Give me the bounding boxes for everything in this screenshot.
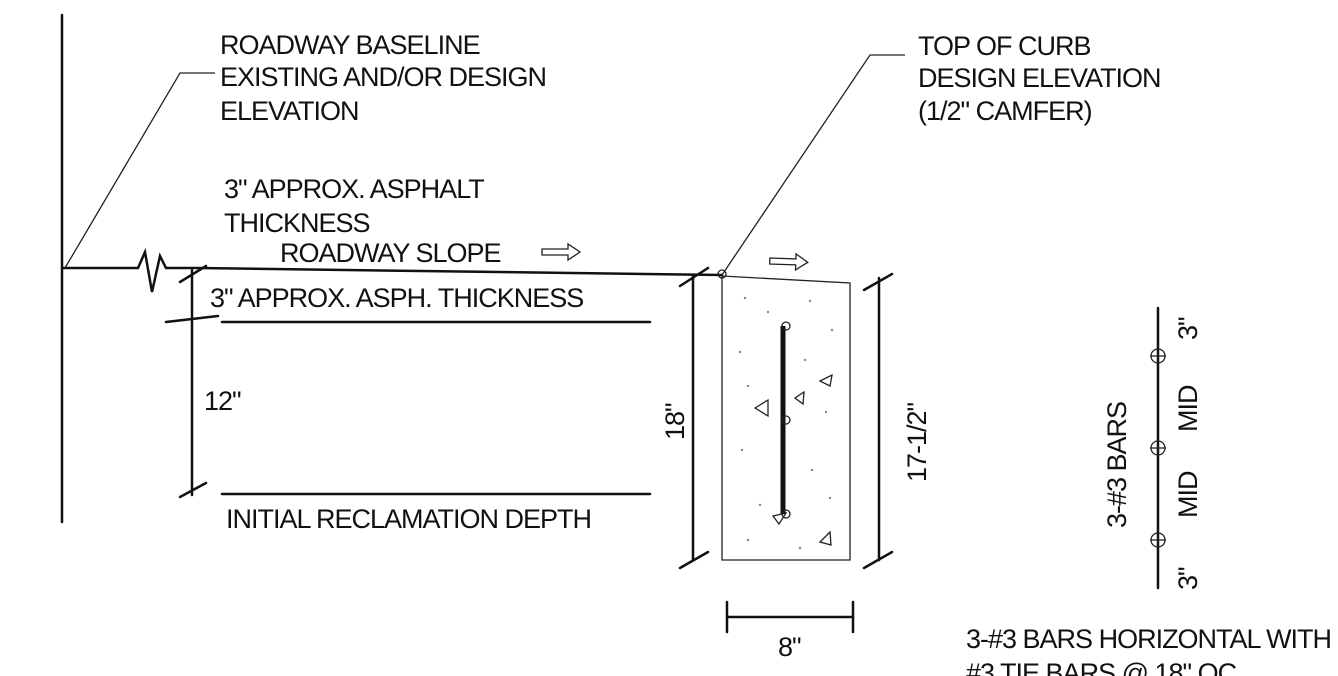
- roadway-slope-arrow-icon: [541, 242, 582, 262]
- rebar-symbol-icon: [1150, 440, 1166, 456]
- dim-tick: [164, 314, 220, 324]
- curb-height-left-label: 18": [660, 403, 690, 440]
- bars-vertical-label: 3-#3 BARS: [1102, 402, 1132, 528]
- rebar-section-dot: [781, 321, 791, 331]
- rebar-section-dot: [781, 415, 791, 425]
- rebar-symbol-icon: [1150, 348, 1166, 364]
- reclamation-depth-label: INITIAL RECLAMATION DEPTH: [226, 504, 591, 534]
- roadway-baseline-label-2: EXISTING AND/OR DESIGN: [220, 62, 546, 92]
- bar-spacing-mid-upper-label: MID: [1173, 385, 1203, 432]
- bar-spacing-mid-lower-label: MID: [1173, 471, 1203, 518]
- roadway-surface-line: [60, 247, 724, 293]
- asphalt-thickness-label-2: THICKNESS: [224, 208, 370, 238]
- roadway-baseline-label-1: ROADWAY BASELINE: [220, 30, 480, 60]
- roadway-baseline-label-3: ELEVATION: [220, 96, 359, 126]
- concrete-aggregate: [738, 296, 834, 550]
- dim-tick: [862, 272, 894, 292]
- dim-tick: [862, 550, 894, 570]
- curb-section: [721, 275, 851, 561]
- asph-thickness-dim-label: 3" APPROX. ASPH. THICKNESS: [210, 283, 583, 313]
- bars-horizontal-note-2: #3 TIE BARS @ 18" OC: [966, 658, 1237, 676]
- top-of-curb-label-3: (1/2" CAMFER): [918, 96, 1092, 126]
- bars-horizontal-note-1: 3-#3 BARS HORIZONTAL WITH: [966, 624, 1331, 654]
- dim-tick: [678, 266, 710, 288]
- top-of-curb-label-2: DESIGN ELEVATION: [918, 63, 1161, 93]
- top-of-curb-label-1: TOP OF CURB: [918, 31, 1091, 61]
- rebar-section-dot: [781, 509, 791, 519]
- top-of-curb-leader-line: [721, 54, 905, 276]
- rebar-symbol-icon: [1150, 532, 1166, 548]
- bar-spacing-bottom-label: 3": [1173, 567, 1203, 590]
- depth-dim-label: 12": [204, 386, 241, 416]
- curb-height-right-label: 17-1/2": [902, 402, 932, 482]
- asphalt-thickness-label-1: 3" APPROX. ASPHALT: [224, 174, 484, 204]
- dim-tick: [678, 550, 710, 570]
- dim-tick: [178, 481, 208, 499]
- bar-spacing-top-label: 3": [1173, 317, 1203, 340]
- dim-tick: [178, 264, 208, 284]
- roadway-slope-label: ROADWAY SLOPE: [280, 238, 501, 268]
- curb-width-label: 8": [778, 632, 801, 662]
- baseline-leader-line: [64, 72, 215, 269]
- curb-slope-arrow-icon: [769, 252, 809, 272]
